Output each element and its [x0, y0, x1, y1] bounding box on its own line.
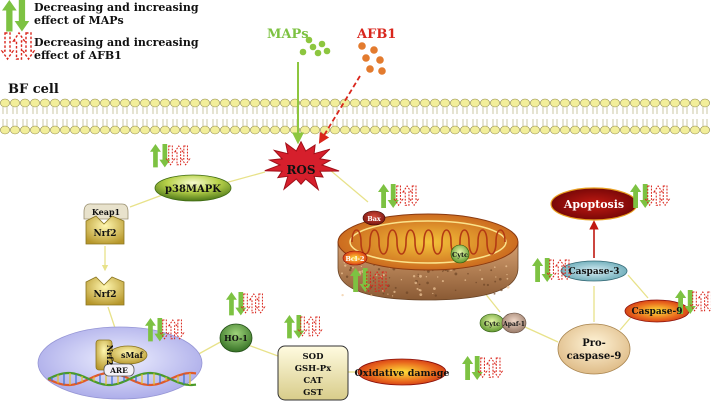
caspase3-label: Caspase-3 [569, 267, 620, 277]
nrf2-complex-label: Nrf2 [93, 229, 116, 239]
p38mapk-label: p38MAPK [165, 184, 221, 195]
bax-maps-effect-icon [378, 184, 399, 208]
ros-mito-line [329, 169, 369, 203]
apoptosis-afb1-effect-icon [644, 185, 671, 207]
mitochondrion [337, 213, 519, 301]
legend-maps-text-line1: Decreasing and increasing [34, 1, 199, 14]
p38-maps-effect-icon [150, 144, 171, 168]
afb1-label: AFB1 [356, 27, 396, 42]
afb1-particles [358, 42, 386, 75]
apoptosis-maps-effect-icon [630, 184, 651, 208]
smaf-label: sMaf [121, 350, 144, 360]
maps-label: MAPs [267, 27, 309, 42]
bcl2-node [342, 250, 368, 266]
ho1-label: HO-1 [224, 333, 248, 343]
bax-label: Bax [367, 215, 381, 223]
cytc-apaf1-complex [479, 312, 527, 334]
legend-red-arrows-icon [0, 31, 36, 61]
caspase3-node [560, 260, 628, 282]
p38mapk-node [154, 174, 232, 202]
bax-node [362, 210, 386, 226]
legend-afb1-text-line1: Decreasing and increasing [34, 36, 199, 49]
enzyme-cat-label: CAT [303, 376, 323, 386]
procaspase9-label-line2: caspase-9 [567, 351, 622, 362]
casp9-procasp-line [619, 315, 633, 331]
nrf2-free-label: Nrf2 [93, 290, 116, 300]
ros-burst [264, 140, 340, 192]
bcl2-maps-effect-icon [350, 268, 371, 292]
ros-p38-line [224, 171, 266, 184]
nrf2-free-node [85, 276, 125, 306]
legend-afb1-text-line2: effect of AFB1 [34, 49, 122, 62]
procaspase9-label-line1: Pro- [582, 338, 606, 349]
apaf1-label: Apaf-1 [502, 321, 525, 328]
bcl2-afb1-effect-icon [363, 271, 390, 293]
enzyme-sod-label: SOD [303, 352, 325, 362]
enzymes-afb1-effect-icon [297, 316, 323, 337]
p38-afb1-effect-icon [165, 145, 191, 166]
cell-label: BF cell [8, 82, 59, 97]
bax-afb1-effect-icon [393, 185, 420, 207]
maps-particles [299, 36, 331, 57]
enzyme-gst-label: GST [303, 388, 323, 398]
enzymes-maps-effect-icon [284, 315, 305, 339]
antioxidant-enzymes-box [277, 345, 349, 401]
casp3-casp9-line [627, 274, 649, 299]
legend-maps-text-line2: effect of MAPs [34, 14, 124, 27]
legend-green-arrows-icon [2, 0, 30, 32]
cytc-mito-node [450, 244, 470, 264]
dna-helix-rungs [51, 373, 191, 385]
caspase9-label: Caspase-9 [632, 307, 683, 317]
legend [0, 0, 36, 61]
oxidative-maps-effect-icon [462, 356, 483, 380]
p38-keap1-line [129, 193, 166, 208]
afb1-to-ros-arrow [318, 75, 361, 144]
ho1-node [219, 323, 253, 353]
caspase9-afb1-effect-icon [689, 291, 711, 312]
cytc-mito-label: Cytc [452, 251, 468, 259]
procaspase9-node [557, 323, 631, 375]
apaf-procasp-line [524, 326, 559, 343]
keap1-nrf2-complex [83, 203, 129, 245]
bcl2-label: Bcl-2 [345, 255, 364, 263]
ros-label: ROS [286, 163, 315, 177]
nucleus-ho1-line [194, 339, 225, 357]
dna-helix-strand [47, 371, 197, 387]
ho1-enzymes-line [247, 344, 279, 357]
keap1-label: Keap1 [92, 207, 120, 217]
caspase3-afb1-effect-icon [546, 259, 573, 281]
oxidative-damage-node [357, 358, 447, 386]
apoptosis-label: Apoptosis [563, 198, 624, 211]
nrf2-afb1-effect-icon [159, 319, 185, 340]
enzyme-gsh-label: GSH-Px [295, 364, 332, 374]
nrf2-bound-label: Nrf2 [105, 345, 115, 366]
are-box [103, 363, 135, 377]
nucleus [37, 326, 203, 400]
oxidative-afb1-effect-icon [477, 357, 504, 379]
cytc-label: Cytc [484, 320, 500, 328]
caspase3-maps-effect-icon [532, 258, 553, 282]
are-label: ARE [109, 366, 128, 375]
oxidative-damage-label: Oxidative damage [355, 368, 450, 379]
ho1-afb1-effect-icon [240, 293, 266, 314]
cell-membrane [0, 98, 710, 135]
